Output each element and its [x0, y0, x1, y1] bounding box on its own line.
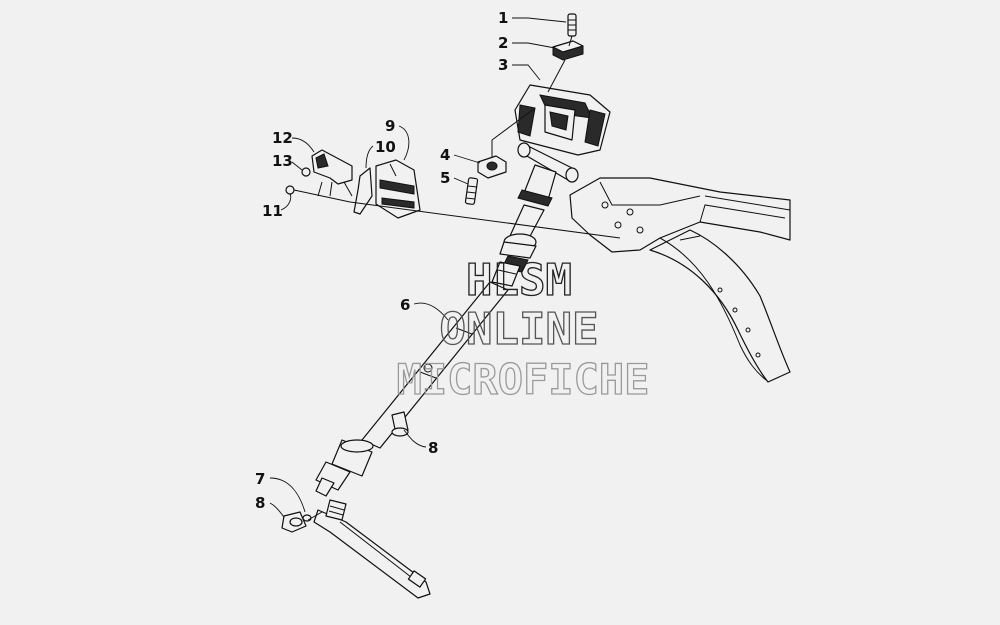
clamp-cap — [552, 40, 584, 61]
clamp-bolt — [464, 177, 479, 205]
steering-cover — [375, 159, 421, 219]
callout-4: 4 — [440, 146, 450, 164]
mounting-bracket — [311, 149, 353, 197]
steering-post — [491, 142, 579, 287]
callout-6: 6 — [400, 296, 410, 314]
frame-section — [569, 177, 791, 383]
assembly-lines — [307, 35, 621, 521]
watermark-line-1: HLSM — [466, 255, 572, 306]
steering-post-block — [514, 84, 611, 156]
callout-8-lower: 8 — [255, 494, 265, 512]
watermark: HLSM ONLINE MICROFICHE — [396, 254, 650, 404]
callout-9: 9 — [385, 117, 395, 135]
callout-5: 5 — [440, 169, 450, 187]
callout-7: 7 — [255, 470, 265, 488]
callout-2: 2 — [498, 34, 508, 52]
pitman-arm — [313, 499, 431, 599]
cotter-pin — [302, 514, 312, 522]
lower-steering-shaft — [315, 281, 509, 497]
callout-1: 1 — [498, 9, 508, 27]
watermark-line-2: ONLINE — [440, 304, 599, 355]
cover-screw — [285, 185, 351, 203]
callout-11: 11 — [262, 202, 283, 220]
callout-12: 12 — [272, 129, 293, 147]
flange-nut-lower — [281, 511, 307, 533]
watermark-line-3: MICROFICHE — [397, 355, 650, 404]
clamp-half — [477, 155, 507, 179]
cap-screw — [567, 13, 577, 37]
callout-10: 10 — [375, 138, 396, 156]
callout-3: 3 — [498, 56, 508, 74]
callout-13: 13 — [272, 152, 293, 170]
callouts: 1 2 3 4 5 6 7 8 8 9 10 11 12 13 — [255, 9, 567, 518]
callout-8-upper: 8 — [428, 439, 438, 457]
bracket-screw — [301, 167, 311, 177]
cover-gasket — [353, 167, 373, 215]
